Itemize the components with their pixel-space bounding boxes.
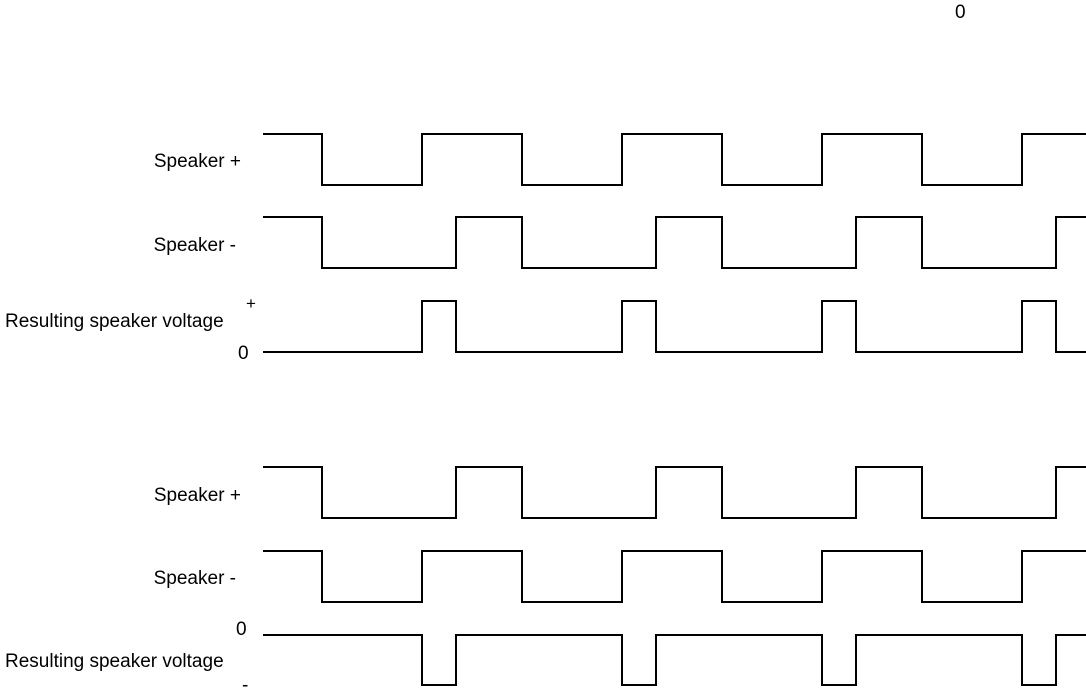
panel2-speaker-minus-label: Speaker - [153, 568, 236, 589]
panel1-zero-marker: 0 [238, 343, 249, 364]
panel1-resulting-voltage-label: Resulting speaker voltage [5, 311, 224, 332]
waveform-panel1-speaker-minus [263, 216, 1086, 269]
panel1-speaker-minus-label: Speaker - [153, 235, 236, 256]
panel2-speaker-plus-label: Speaker + [153, 485, 241, 506]
panel2-resulting-voltage-label: Resulting speaker voltage [5, 651, 224, 672]
waveform-panel1-resulting-voltage [263, 300, 1086, 353]
panel1-plus-marker: + [246, 294, 256, 313]
top-zero-marker: 0 [955, 2, 966, 23]
waveform-panel2-resulting-voltage [263, 634, 1086, 686]
waveform-panel2-speaker-minus [263, 550, 1086, 603]
panel1-speaker-plus-label: Speaker + [153, 151, 241, 172]
waveform-panel2-speaker-plus [263, 466, 1086, 519]
panel2-minus-marker: - [242, 675, 249, 696]
panel2-zero-marker: 0 [236, 619, 247, 640]
waveform-panel1-speaker-plus [263, 133, 1086, 186]
